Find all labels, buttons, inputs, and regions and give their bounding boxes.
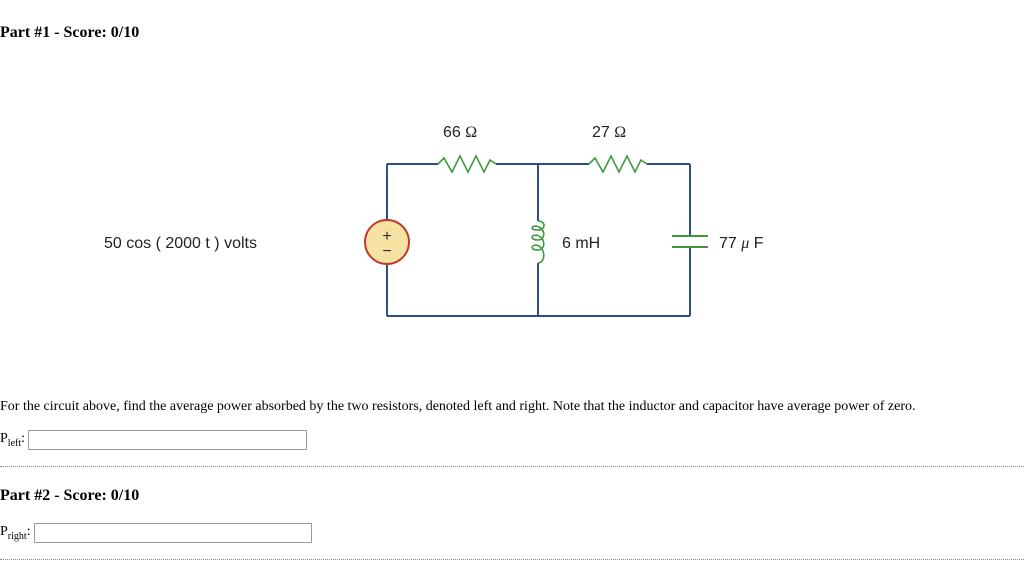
inductor-symbol (531, 220, 545, 264)
part-2-title: Part #2 - Score: 0/10 (0, 487, 140, 504)
voltage-source-symbol: + − (364, 219, 410, 265)
circuit-wires (386, 163, 691, 317)
resistor-left-symbol (437, 154, 497, 174)
part-divider (0, 559, 1024, 560)
resistor-right-symbol (588, 154, 648, 174)
p-right-label: Pright: (0, 524, 31, 542)
answer-row-left: Pleft: (0, 430, 308, 450)
p-left-label: Pleft: (0, 431, 26, 449)
p-right-input[interactable] (33, 523, 312, 543)
inductor-label: 6 mH (562, 235, 600, 252)
answer-row-right: Pright: (0, 523, 312, 543)
question-text: For the circuit above, find the average … (0, 399, 916, 414)
part-divider (0, 466, 1024, 467)
source-label: 50 cos ( 2000 t ) volts (104, 235, 257, 252)
resistor-left-label: 66 Ω (443, 124, 477, 141)
p-left-input[interactable] (28, 430, 308, 450)
capacitor-label: 77 μ F (719, 235, 764, 252)
source-minus-sign: − (382, 243, 391, 260)
circuit-diagram: + − 50 cos ( 2000 t ) volts 66 Ω 27 Ω 6 … (104, 124, 764, 317)
source-plus-sign: + (382, 228, 391, 245)
part-1-title: Part #1 - Score: 0/10 (0, 24, 140, 41)
resistor-right-label: 27 Ω (592, 124, 626, 141)
capacitor-symbol (672, 235, 708, 248)
